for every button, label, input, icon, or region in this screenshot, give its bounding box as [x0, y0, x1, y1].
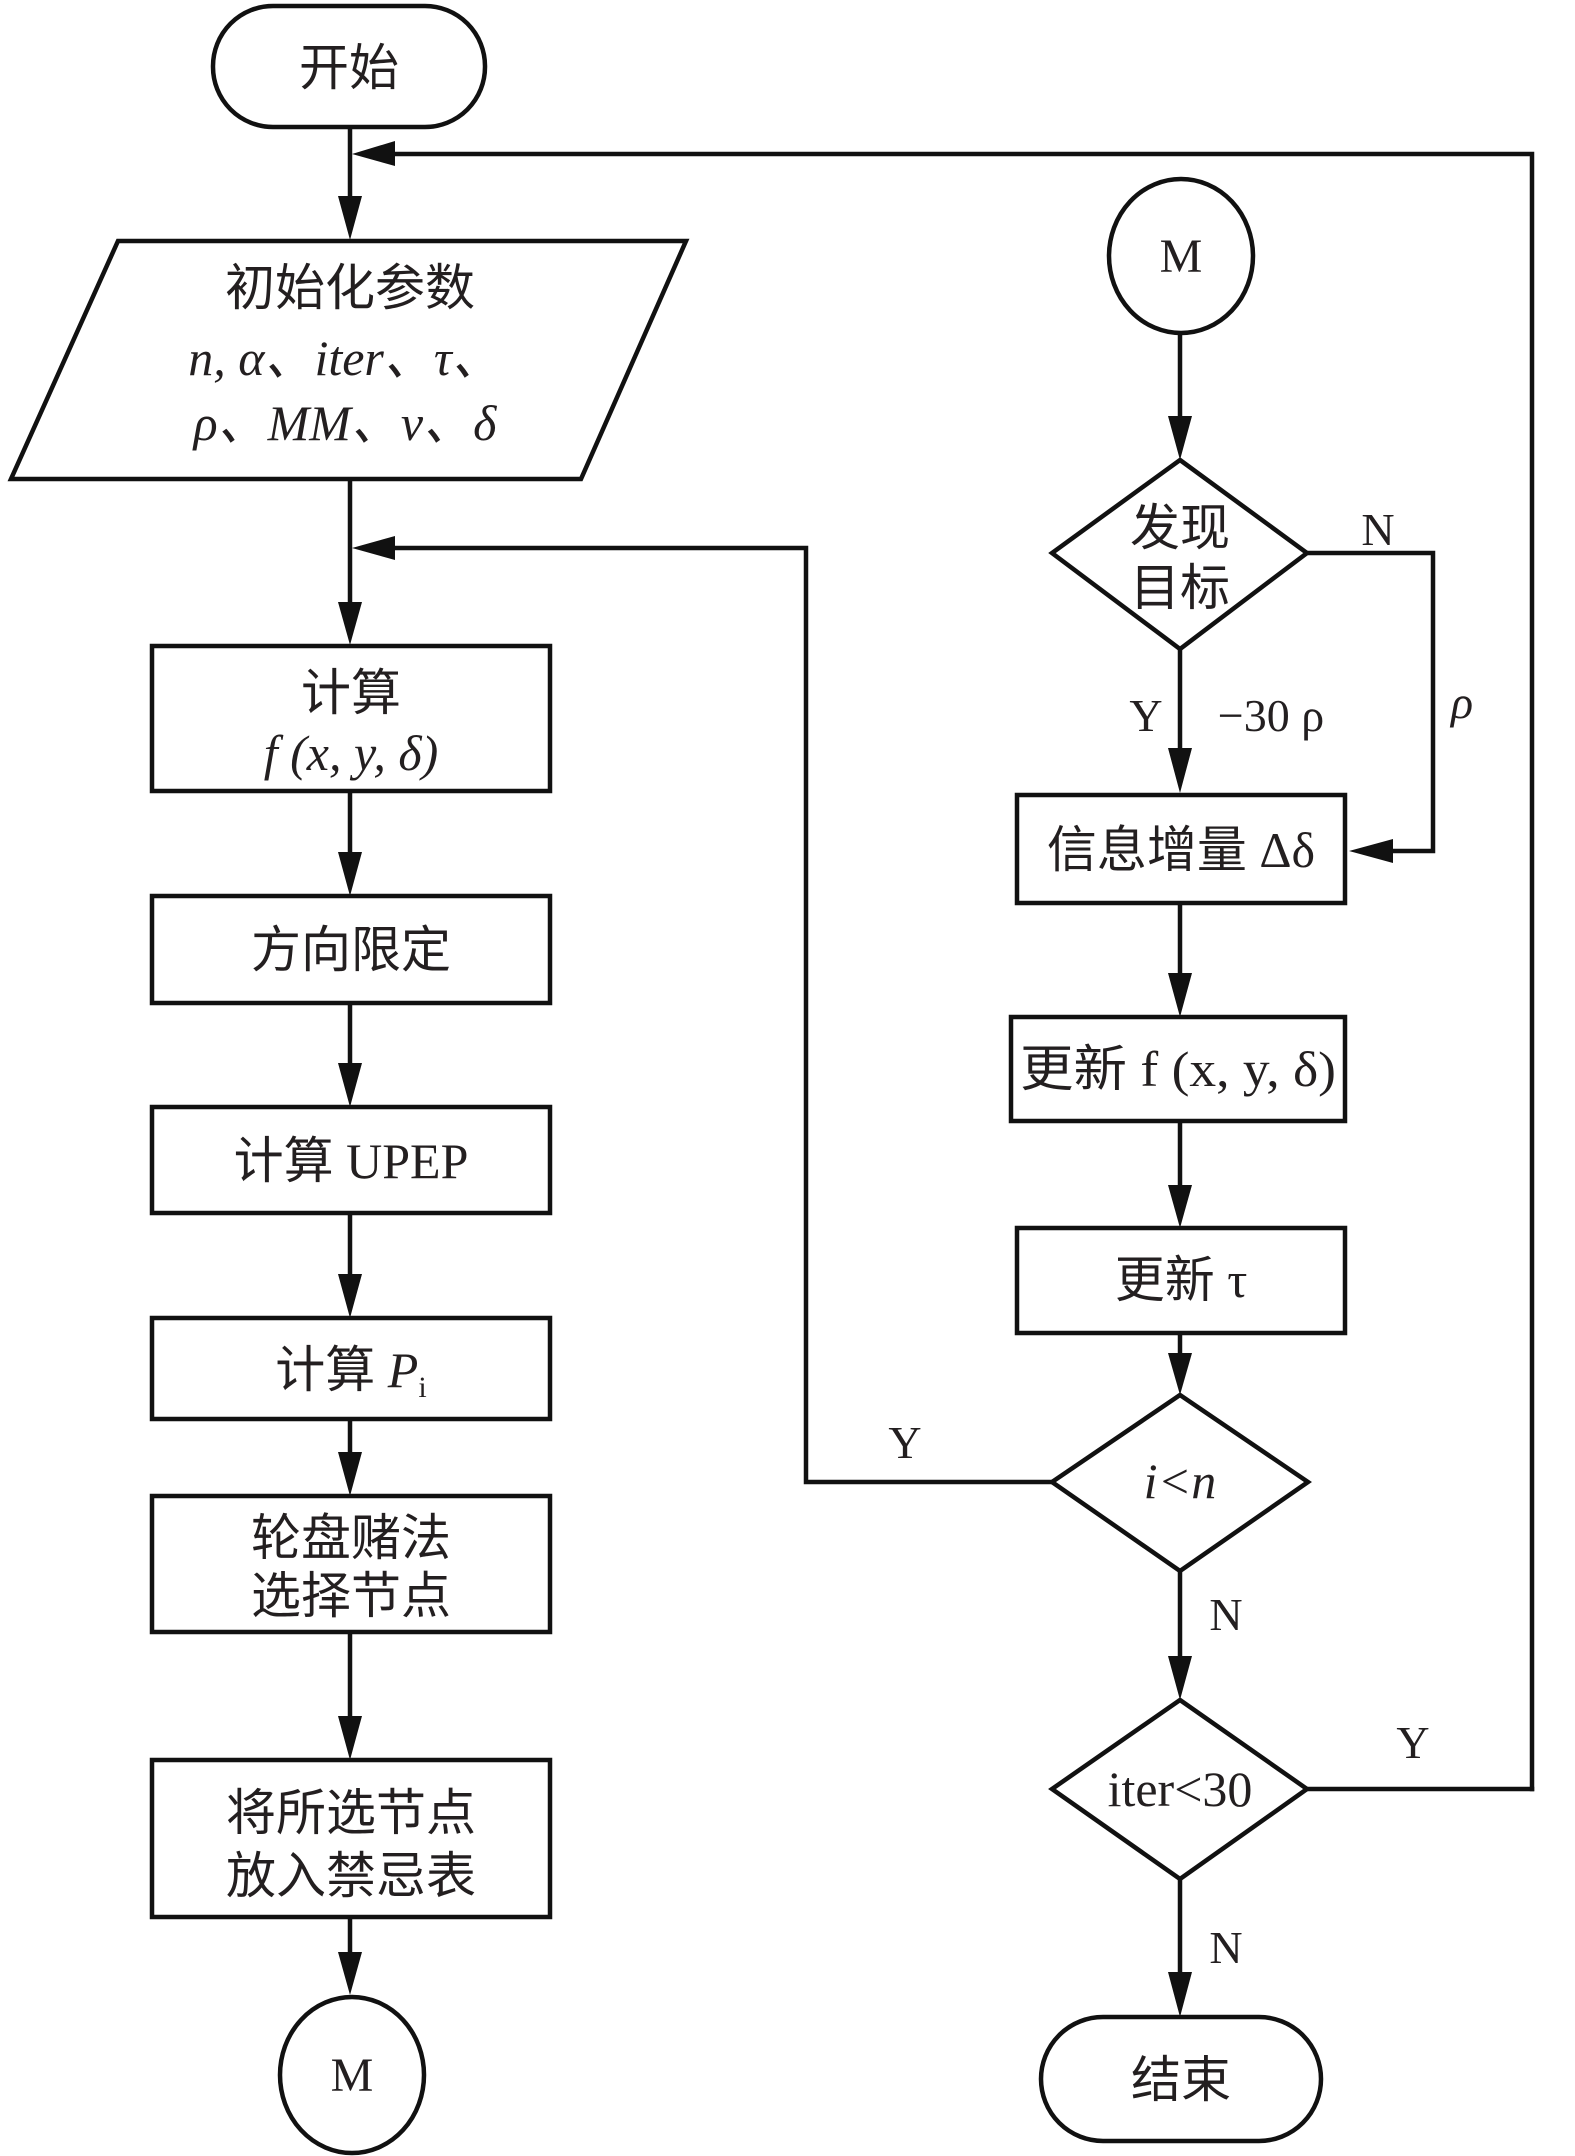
calc-f-title: 计算 — [301, 665, 401, 721]
init-params-line1: n, α、iter、τ、 — [188, 330, 502, 386]
label-i-yes: Y — [888, 1417, 921, 1468]
cond-iter-label: iter<30 — [1108, 1761, 1253, 1817]
connector-left-label: M — [331, 2049, 374, 2102]
node-update-tau: 更新 τ — [1014, 1225, 1348, 1336]
find-target-line1: 发现 — [1130, 500, 1230, 556]
node-calc-upep: 计算 UPEP — [149, 1104, 553, 1216]
process-box — [1014, 792, 1348, 906]
arrowhead-down-icon — [338, 1452, 362, 1496]
node-tabu: 将所选节点 放入禁忌表 — [149, 1757, 553, 1920]
connector-circle — [1106, 176, 1256, 336]
update-f-label: 更新 f (x, y, δ) — [1020, 1041, 1336, 1097]
node-connector-left: M — [277, 1994, 427, 2156]
roulette-line1: 轮盘赌法 — [251, 1510, 451, 1566]
node-end: 结束 — [1038, 2014, 1324, 2144]
arrowhead-down-icon — [1168, 1185, 1192, 1228]
process-box — [1014, 1225, 1348, 1336]
arrowhead-left-icon — [352, 536, 395, 560]
arrowhead-left-icon — [1349, 839, 1393, 863]
node-info-increment: 信息增量 Δδ — [1014, 792, 1348, 906]
decision-diamond — [1048, 1392, 1312, 1574]
edge-labels: Y −30 ρ N ρ Y N Y N — [888, 504, 1473, 1973]
node-cond-i: i<n — [1048, 1392, 1312, 1574]
label-find-yes-value: −30 ρ — [1218, 690, 1324, 741]
node-connector-right: M — [1106, 176, 1256, 336]
calc-pi-sub: i — [418, 1371, 426, 1404]
node-calc-pi: 计算 Pi — [149, 1315, 553, 1422]
label-iter-no: N — [1209, 1922, 1242, 1973]
calc-pi-label: 计算 Pi — [275, 1342, 426, 1404]
connector-right-label: M — [1160, 230, 1203, 283]
label-find-yes: Y — [1129, 690, 1162, 741]
start-label: 开始 — [299, 40, 399, 96]
info-increment-label: 信息增量 Δδ — [1047, 822, 1315, 878]
process-box — [149, 1757, 553, 1920]
arrowhead-down-icon — [338, 1274, 362, 1318]
find-target-line2: 目标 — [1130, 560, 1230, 616]
process-box — [1008, 1014, 1348, 1124]
terminal-start — [210, 3, 488, 130]
arrowhead-left-icon — [352, 141, 395, 166]
process-box — [149, 893, 553, 1006]
node-calc-f: 计算 f (x, y, δ) — [149, 643, 553, 794]
arrowhead-down-icon — [1168, 416, 1192, 460]
node-init-params: 初始化参数 n, α、iter、τ、 ρ、MM、v、δ — [7, 238, 690, 482]
arrowhead-down-icon — [1168, 1656, 1192, 1700]
connectors — [338, 124, 1535, 2017]
node-direction-limit: 方向限定 — [149, 893, 553, 1006]
calc-upep-label: 计算 UPEP — [234, 1133, 469, 1189]
node-cond-iter: iter<30 — [1048, 1697, 1311, 1882]
init-params-line2: ρ、MM、v、δ — [192, 395, 497, 451]
arrowhead-down-icon — [338, 1716, 362, 1760]
update-tau-label: 更新 τ — [1115, 1252, 1248, 1308]
process-box — [149, 1104, 553, 1216]
edge-iter-yes-loop — [389, 151, 1535, 1792]
node-roulette: 轮盘赌法 选择节点 — [149, 1493, 553, 1635]
node-find-target: 发现 目标 — [1048, 457, 1311, 652]
label-find-no: N — [1361, 504, 1394, 555]
label-i-no: N — [1209, 1589, 1242, 1640]
arrowhead-down-icon — [338, 602, 362, 645]
io-parallelogram — [7, 238, 690, 482]
end-label: 结束 — [1131, 2052, 1231, 2108]
tabu-line2: 放入禁忌表 — [226, 1848, 476, 1904]
decision-diamond — [1048, 457, 1311, 652]
arrowhead-down-icon — [338, 1952, 362, 1995]
process-box — [149, 1493, 553, 1635]
label-find-no-value: ρ — [1449, 677, 1473, 728]
arrowhead-down-icon — [338, 196, 362, 240]
init-title: 初始化参数 — [225, 260, 475, 316]
calc-pi-var: P — [387, 1342, 419, 1398]
arrowhead-down-icon — [1168, 1972, 1192, 2017]
tabu-line1: 将所选节点 — [226, 1785, 476, 1841]
node-update-f: 更新 f (x, y, δ) — [1008, 1014, 1348, 1124]
node-start: 开始 — [210, 3, 488, 130]
terminal-end — [1038, 2014, 1324, 2144]
arrowhead-down-icon — [1168, 748, 1192, 793]
edge-find-no — [1304, 550, 1436, 854]
arrowhead-down-icon — [1168, 973, 1192, 1017]
arrowhead-down-icon — [338, 852, 362, 896]
label-iter-yes: Y — [1396, 1717, 1429, 1768]
arrowhead-down-icon — [338, 1063, 362, 1107]
roulette-line2: 选择节点 — [251, 1568, 451, 1624]
decision-diamond — [1048, 1697, 1311, 1882]
cond-i-label: i<n — [1144, 1453, 1217, 1509]
edge-i-yes-loop — [389, 545, 1055, 1485]
connector-circle — [277, 1994, 427, 2156]
arrowhead-down-icon — [1168, 1353, 1192, 1395]
process-box — [149, 643, 553, 794]
calc-f-formula: f (x, y, δ) — [264, 725, 439, 781]
direction-limit-label: 方向限定 — [251, 922, 451, 978]
calc-pi-prefix: 计算 — [275, 1342, 388, 1398]
process-box — [149, 1315, 553, 1422]
